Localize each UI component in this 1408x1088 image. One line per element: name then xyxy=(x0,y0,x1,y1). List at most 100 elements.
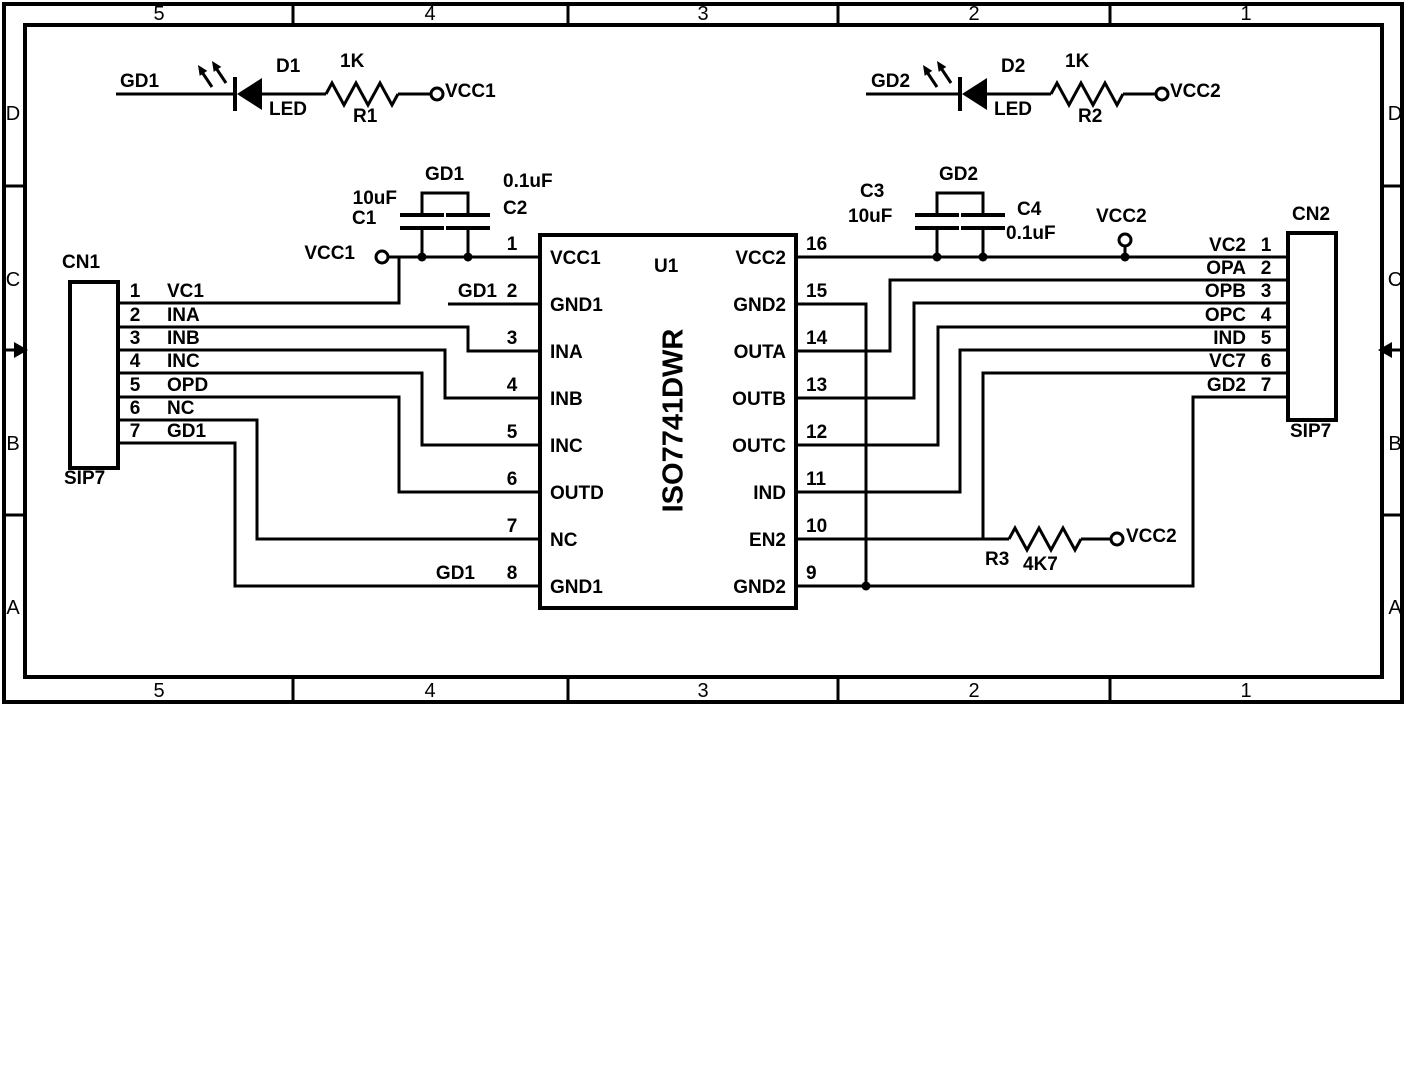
value-r2: 1K xyxy=(1065,51,1090,72)
designator-d1: D1 xyxy=(276,56,301,77)
wire-vc1 xyxy=(118,257,401,305)
right-center-arrow xyxy=(1378,342,1392,358)
cn1-pin-net: NC xyxy=(167,398,195,419)
ic-pin-name: EN2 xyxy=(749,530,786,551)
ic-pin-number: 2 xyxy=(506,281,518,302)
terminal-vcc2 xyxy=(1117,232,1133,248)
ic-pin-name: VCC2 xyxy=(735,248,786,269)
wires xyxy=(116,92,1288,588)
grid-col-top: 5 xyxy=(153,3,165,25)
grid-col-bottom: 2 xyxy=(968,680,980,702)
cn1-pin-number: 5 xyxy=(129,375,141,396)
grid-col-top: 2 xyxy=(968,3,980,25)
cn1-pin-number: 1 xyxy=(129,281,141,302)
package-cn1: SIP7 xyxy=(64,468,106,489)
designator-cn1: CN1 xyxy=(62,252,101,273)
ic-pin-number: 5 xyxy=(506,422,518,443)
ic-pin-number: 14 xyxy=(806,328,828,349)
ic-pin-number: 13 xyxy=(806,375,828,396)
cn1-pin-net: VC1 xyxy=(167,281,204,302)
cn2-pin-number: 7 xyxy=(1260,375,1272,396)
ic-pin-name: INB xyxy=(550,389,583,410)
designator-c2: C2 xyxy=(503,198,528,219)
ic-pin-number: 10 xyxy=(806,516,828,537)
cn2-pin-number: 5 xyxy=(1260,328,1272,349)
grid-col-bottom: 1 xyxy=(1240,680,1252,702)
terminal-vcc1-led xyxy=(429,86,445,102)
wire-gd1 xyxy=(118,441,540,588)
wire-ina xyxy=(118,325,540,353)
designator-r2: R2 xyxy=(1078,106,1103,127)
capacitors-c3-c4 xyxy=(913,191,1007,264)
designator-cn2: CN2 xyxy=(1292,204,1331,225)
cn2-pin-net: GD2 xyxy=(1206,375,1246,396)
cn2-pin-net: IND xyxy=(1213,328,1246,349)
cn2-pin-number: 2 xyxy=(1260,258,1272,279)
wire-gnd2-9 xyxy=(796,395,1288,588)
ic-pin-number: 8 xyxy=(506,563,518,584)
net-label-vcc2: VCC2 xyxy=(1170,81,1221,102)
ic-pin-name: GND1 xyxy=(550,295,603,316)
terminal-vcc2-led xyxy=(1154,86,1170,102)
ic-pin-name: OUTD xyxy=(550,483,604,504)
resistor-r1 xyxy=(324,81,400,107)
wire-inc xyxy=(118,371,540,447)
ic-pin-number: 15 xyxy=(806,281,828,302)
wire-outc xyxy=(796,325,1288,447)
ic-pin-number: 11 xyxy=(806,469,827,490)
grid-col-top: 4 xyxy=(424,3,436,25)
net-label-gd2: GD2 xyxy=(871,71,911,92)
net-label-vcc2: VCC2 xyxy=(1126,526,1177,547)
sheet-border xyxy=(2,2,1404,704)
grid-col-top: 1 xyxy=(1240,3,1252,25)
value-c2: 0.1uF xyxy=(503,171,553,192)
designator-c4: C4 xyxy=(1017,199,1042,220)
ic-pin-name: GND2 xyxy=(733,295,786,316)
cn1-pin-net: INC xyxy=(167,351,200,372)
cn2-pin-net: OPC xyxy=(1204,305,1246,326)
ic-pin-number: 7 xyxy=(506,516,518,537)
ic-pin-name: IND xyxy=(753,483,786,504)
resistor-r2 xyxy=(1049,81,1125,107)
cn1-pin-number: 4 xyxy=(129,351,141,372)
cn2-pin-net: OPB xyxy=(1204,281,1246,302)
grid-col-bottom: 3 xyxy=(697,680,709,702)
cn1-pin-number: 2 xyxy=(129,305,141,326)
cn1-pin-net: GD1 xyxy=(167,421,207,442)
grid-col-top: 3 xyxy=(697,3,709,25)
net-label-gd1: GD1 xyxy=(435,563,475,584)
value-c3: 10uF xyxy=(848,206,893,227)
designator-u1: U1 xyxy=(654,256,679,277)
cn2-pin-net: VC2 xyxy=(1209,235,1246,256)
cn2-pin-number: 3 xyxy=(1260,281,1272,302)
value-led1: LED xyxy=(269,99,307,120)
net-label-gd2: GD2 xyxy=(939,164,979,185)
cn2-pin-number: 4 xyxy=(1260,305,1272,326)
ic-pin-number: 6 xyxy=(506,469,518,490)
ic-pin-number: 12 xyxy=(806,422,828,443)
value-r3: 4K7 xyxy=(1023,554,1058,575)
cn1-pin-net: INA xyxy=(167,305,200,326)
grid-col-bottom: 5 xyxy=(153,680,165,702)
cn2-pin-net: OPA xyxy=(1206,258,1246,279)
junction-dots xyxy=(861,252,1130,591)
wire-ind xyxy=(796,348,1288,494)
wire-nc xyxy=(118,418,540,541)
grid-row-right: B xyxy=(1388,433,1402,455)
net-label-gd1: GD1 xyxy=(120,71,160,92)
ic-pin-number: 9 xyxy=(806,563,817,584)
value-r1: 1K xyxy=(340,51,365,72)
ic-pin-name: OUTB xyxy=(732,389,786,410)
designator-c1: C1 xyxy=(352,208,377,229)
ic-pin-name: NC xyxy=(550,530,578,551)
net-label-gd1: GD1 xyxy=(425,164,465,185)
led-d2 xyxy=(921,59,989,113)
value-led2: LED xyxy=(994,99,1032,120)
wire-en2 xyxy=(796,371,1288,541)
cn2-pin-net: VC7 xyxy=(1209,351,1246,372)
wire-opd xyxy=(118,395,540,494)
designator-r3: R3 xyxy=(985,549,1010,570)
terminal-vcc1 xyxy=(374,249,390,265)
